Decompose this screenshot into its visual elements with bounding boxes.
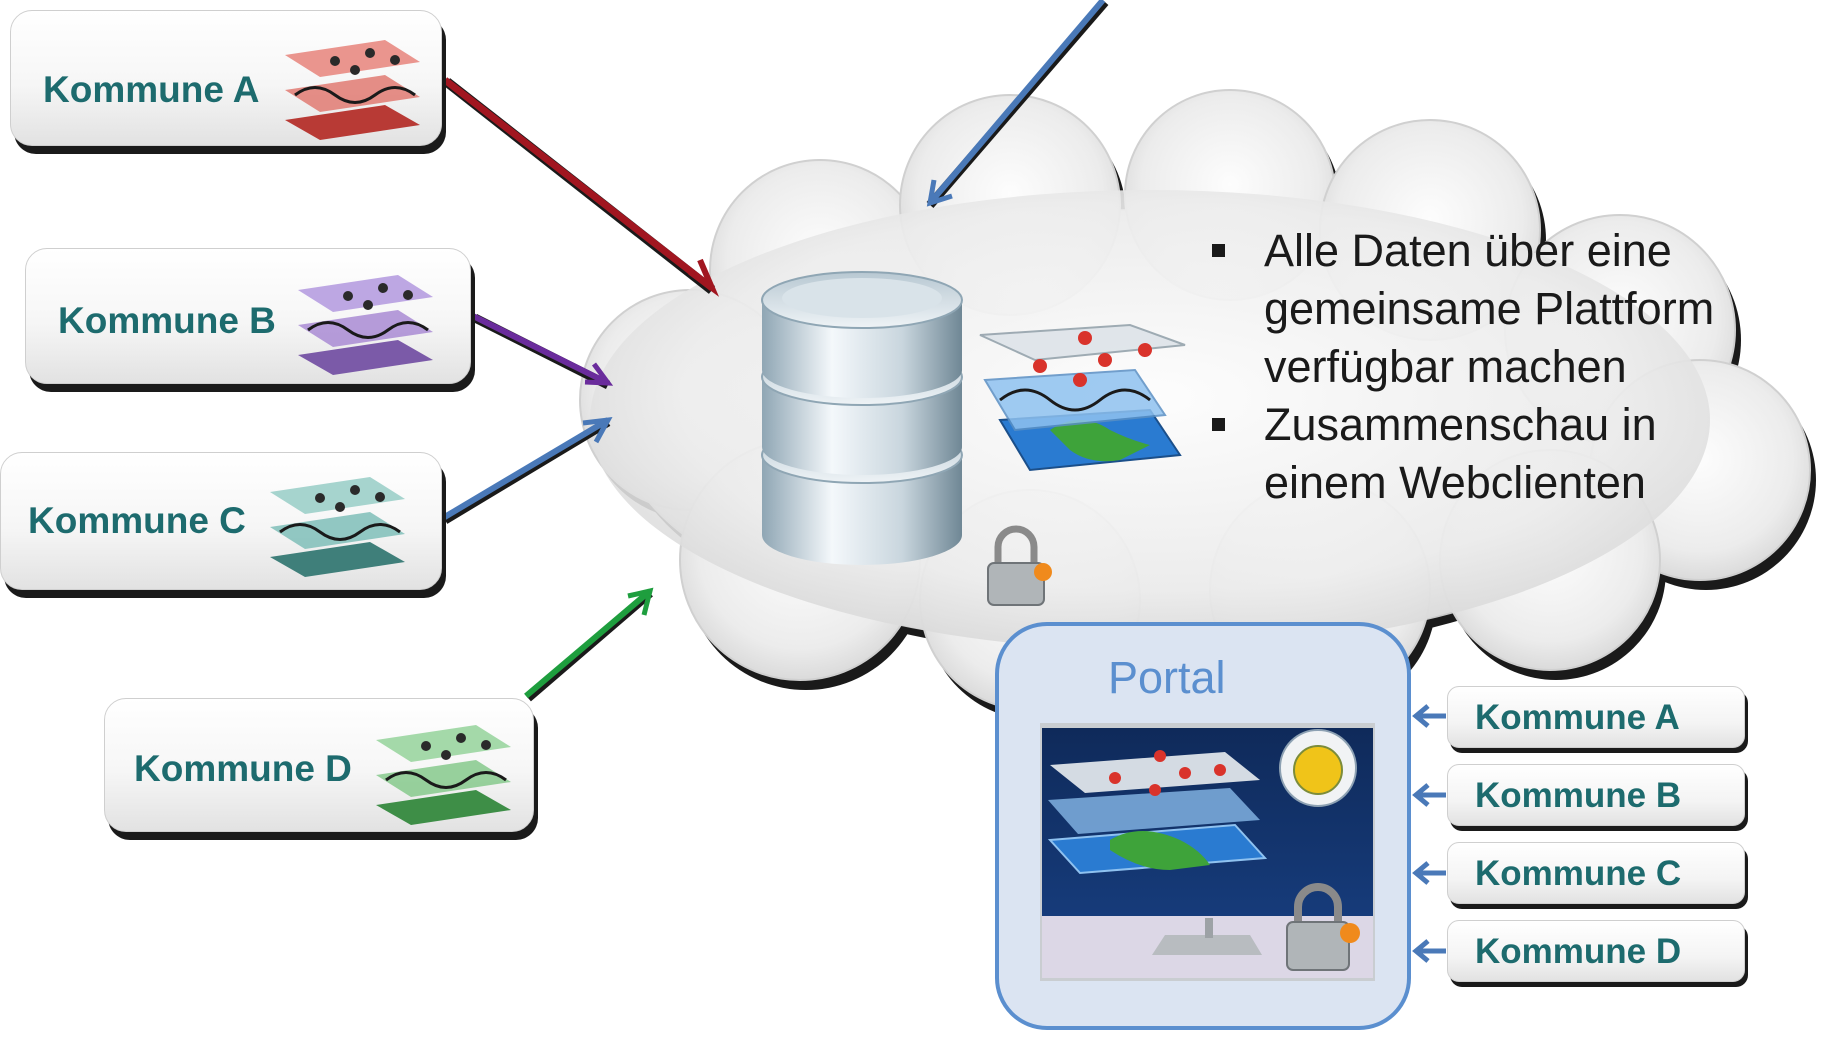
source-label-c: Kommune C [28, 500, 246, 541]
database-icon [761, 271, 963, 565]
portal-client-a: Kommune A [1447, 686, 1748, 753]
portal-client-b: Kommune B [1447, 764, 1748, 831]
portal-client-arrows [1412, 704, 1446, 963]
source-label-d: Kommune D [134, 748, 352, 789]
source-box-b: Kommune B [25, 248, 475, 392]
source-box-c: Kommune C [0, 452, 446, 598]
arrows [441, 0, 1109, 702]
source-box-a: Kommune A [10, 10, 446, 154]
cloud-bullet-1: Alle Daten über eine gemeinsame Plattfor… [1208, 222, 1784, 396]
padlock-icon [987, 525, 1052, 606]
portal-panel [995, 622, 1411, 1030]
portal-title: Portal [1108, 652, 1226, 703]
source-label-a: Kommune A [43, 69, 260, 110]
source-box-d: Kommune D [104, 698, 538, 840]
portal-client-c: Kommune C [1447, 842, 1748, 909]
layers-icon-red [285, 40, 420, 140]
cloud-bullet-list: Alle Daten über eine gemeinsame Plattfor… [1208, 222, 1784, 512]
map-layers-icon [979, 323, 1186, 472]
source-label-b: Kommune B [58, 300, 276, 341]
layers-icon-green [376, 725, 511, 825]
portal-client-d: Kommune D [1447, 920, 1748, 987]
cloud-bullet-2: Zusammenschau in einem Webclienten [1208, 396, 1784, 512]
layers-icon-purple [298, 275, 433, 375]
layers-icon-teal [270, 477, 405, 577]
